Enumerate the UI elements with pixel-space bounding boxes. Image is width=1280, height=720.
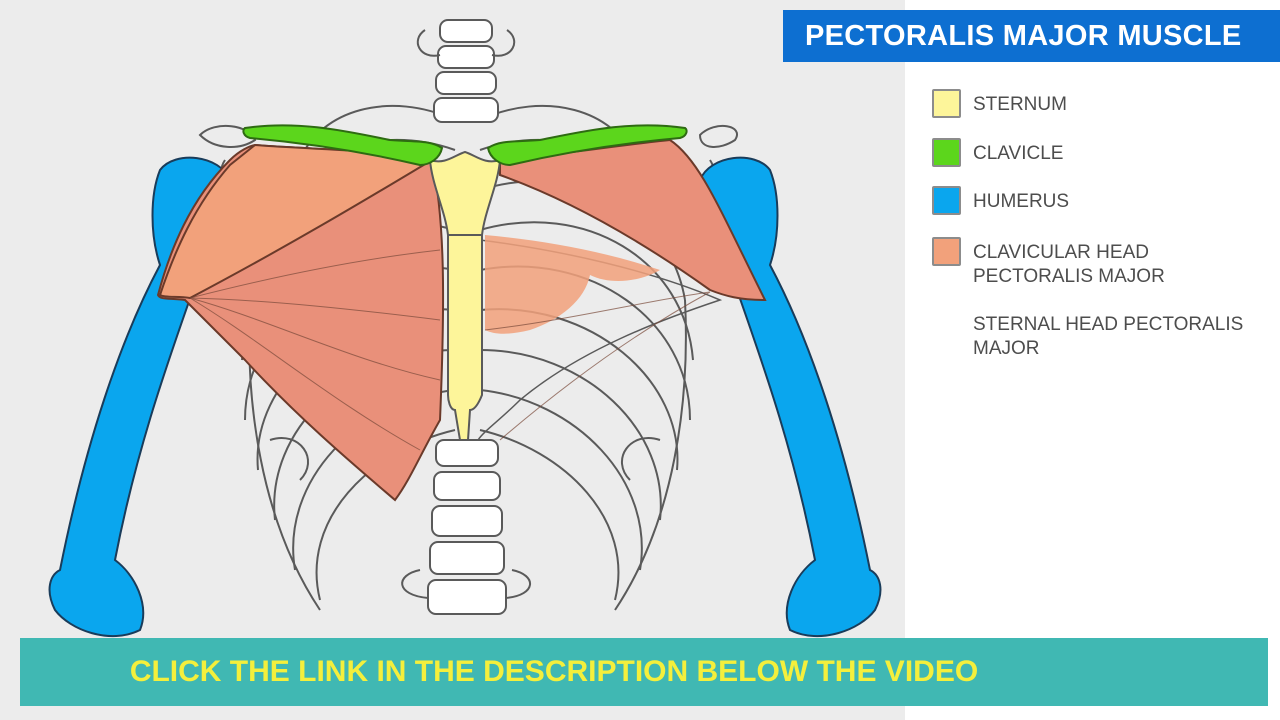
sternal-head-right-fill [485,235,660,334]
legend-label: STERNUM [973,94,1067,115]
clavicle-right [486,124,688,167]
sternum [428,150,502,441]
muscle-fibres [189,249,711,451]
sternum-swatch [932,89,961,118]
spine [401,19,531,615]
legend-panel [905,0,1280,720]
clavicular-head-right [499,138,767,302]
description-banner: CLICK THE LINK IN THE DESCRIPTION BELOW … [20,638,1268,706]
legend-label: CLAVICULAR HEAD PECTORALIS MAJOR [973,242,1165,287]
clavicle-left [242,124,444,167]
clavicle-swatch [932,138,961,167]
legend-label: HUMERUS [973,191,1070,212]
page-title: PECTORALIS MAJOR MUSCLE [783,10,1280,62]
legend-label: STERNAL HEAD PECTORALIS MAJOR [973,314,1244,359]
clavicular-head-swatch [932,237,961,266]
humerus-swatch [932,186,961,215]
legend-label: CLAVICLE [973,143,1064,164]
anatomy-illustration [48,19,882,638]
